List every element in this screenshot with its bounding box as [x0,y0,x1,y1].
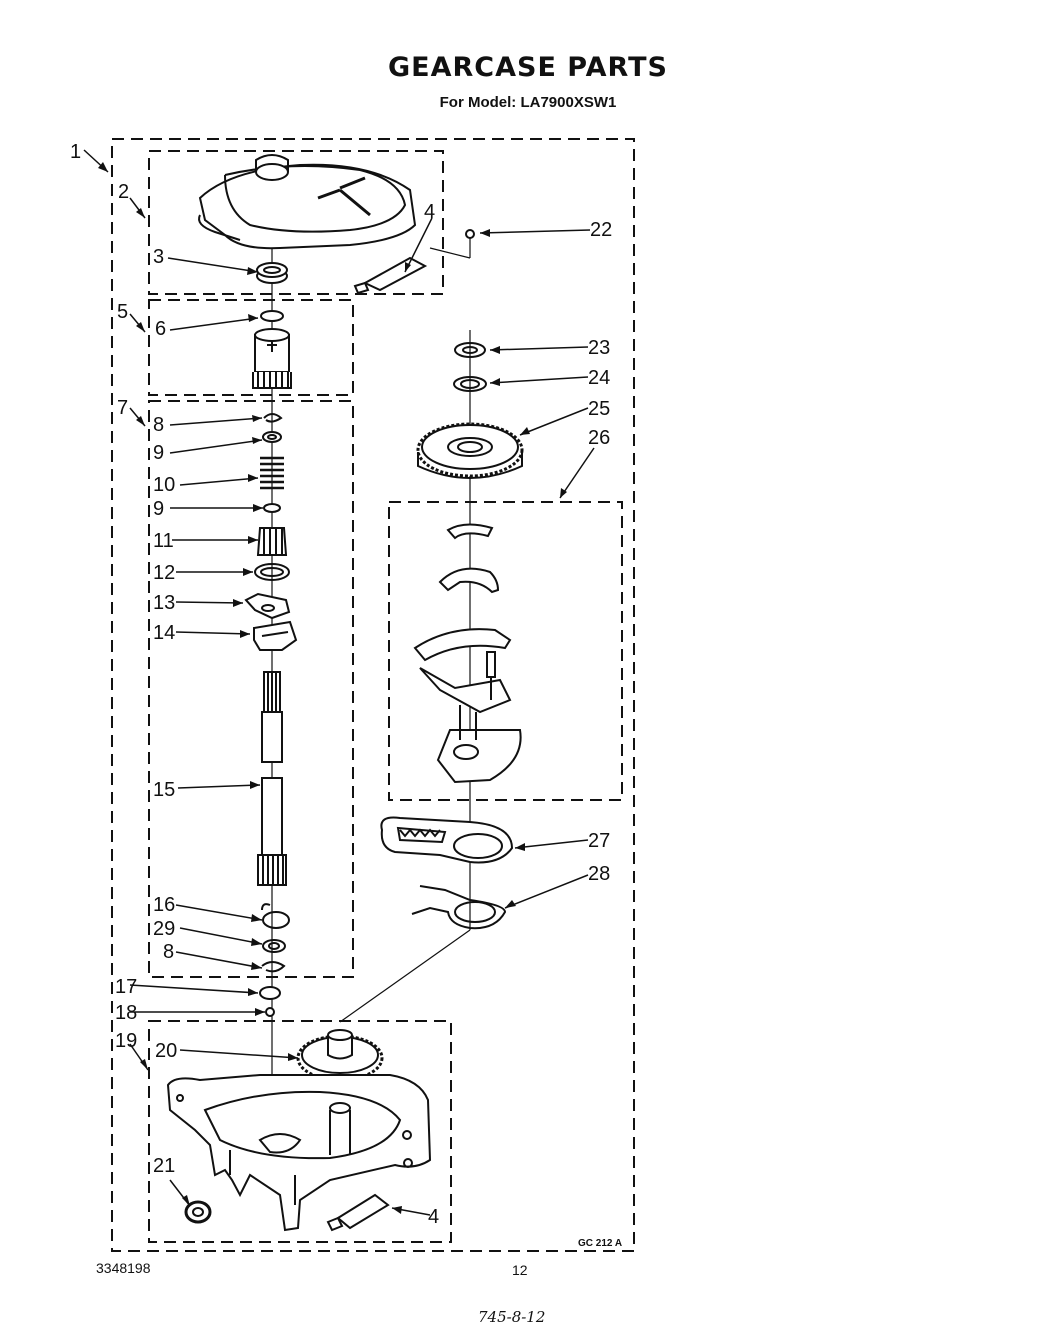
callout-10: 10 [153,474,175,496]
callout-26: 26 [588,427,610,449]
axis-lines [271,185,471,1130]
callout-21: 21 [153,1155,175,1177]
callout-1: 1 [70,141,81,163]
callout-4b: 4 [428,1206,439,1228]
assembly-boxes [111,138,635,1252]
callout-16: 16 [153,894,175,916]
box-shaft-assembly [148,400,354,978]
case-gear-drawing [296,1029,384,1082]
callout-labels: 1 2 3 4 5 6 7 8 9 10 9 11 12 13 14 15 16… [70,141,622,1249]
leader-lines [83,149,595,1216]
footer-handwritten-note: 745-8-12 [478,1308,546,1326]
callout-4: 4 [424,201,435,223]
drive-gear-drawing [416,422,524,479]
grease-tube-top-drawing [353,256,428,295]
lower-seal-drawing [184,1200,212,1224]
callout-3: 3 [153,246,164,268]
gearcase-cover-drawing [198,154,417,250]
callout-18: 18 [115,1002,137,1024]
callout-8b: 8 [163,941,174,963]
box-shift-assembly [388,501,623,801]
callout-12: 12 [153,562,175,584]
callout-15: 15 [153,779,175,801]
callout-23: 23 [588,337,610,359]
callout-2: 2 [118,181,129,203]
box-cover-assembly [148,150,444,295]
pinion-drawing [252,310,292,389]
shift-assembly-drawing [413,523,522,784]
callout-5: 5 [117,301,128,323]
footer-part-number: 3348198 [96,1260,151,1276]
shaft-components-drawing [244,413,298,651]
seal-drawing [256,262,288,284]
screw-drawing [429,229,475,259]
gearcase-drawing [166,1074,432,1232]
callout-8: 8 [153,414,164,436]
callout-9b: 9 [153,498,164,520]
callout-25: 25 [588,398,610,420]
callout-11: 11 [153,530,174,552]
callout-17: 17 [115,976,137,998]
model-subtitle: For Model: LA7900XSW1 [439,94,617,111]
callout-14: 14 [153,622,175,644]
callout-27: 27 [588,830,610,852]
callout-28: 28 [588,863,610,885]
callout-9: 9 [153,442,164,464]
callout-19: 19 [115,1030,137,1052]
footer-page-number: 12 [512,1262,528,1278]
leader-arrowheads [98,162,567,1214]
box-case-assembly [148,1020,452,1243]
callout-20: 20 [155,1040,177,1062]
callout-29: 29 [153,918,175,940]
page-title: GEARCASE PARTS [388,52,668,83]
callout-6: 6 [155,318,166,340]
grease-tube-bottom-drawing [326,1193,390,1232]
clip-drawing [411,885,507,930]
agitator-shaft-drawing [257,671,287,886]
box-pinion-assembly [148,299,354,396]
shifter-drawing [380,816,514,864]
callout-7: 7 [117,397,128,419]
callout-24: 24 [588,367,610,389]
callout-22: 22 [590,219,612,241]
lower-shaft-components-drawing [259,903,290,1017]
drawing-code: GC 212 A [578,1238,622,1249]
callout-13: 13 [153,592,175,614]
washers-drawing [453,342,487,392]
